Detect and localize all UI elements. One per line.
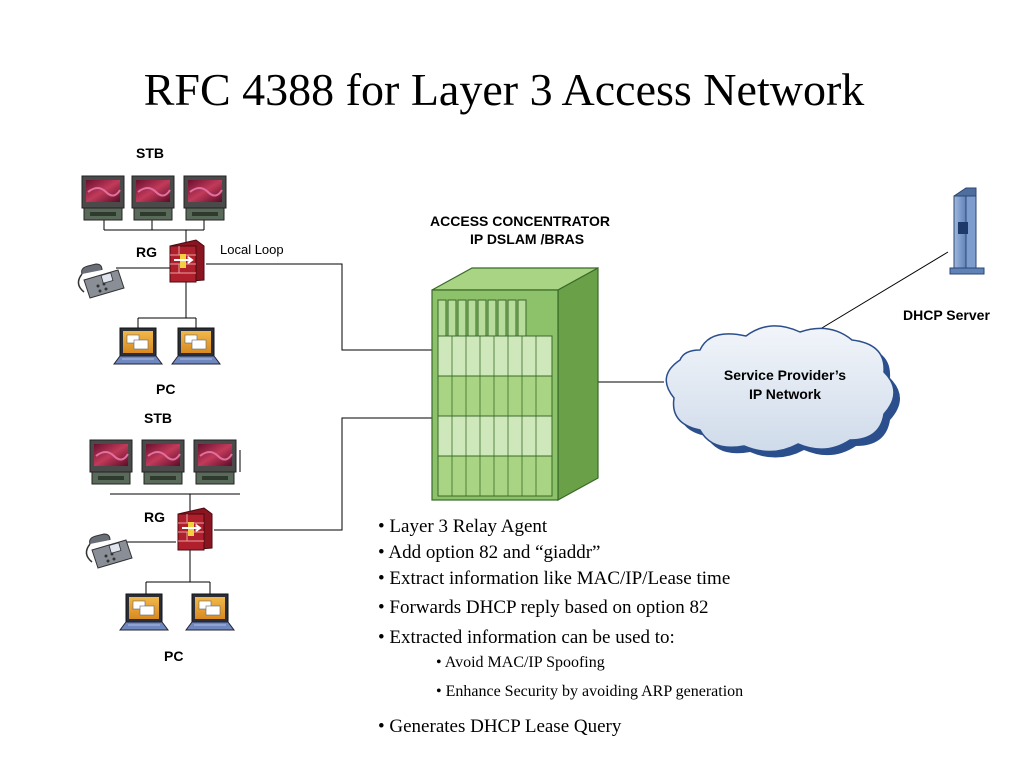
pc-group-top bbox=[113, 327, 221, 365]
firewall-router-icon bbox=[177, 507, 213, 551]
local-loop-label: Local Loop bbox=[220, 242, 284, 257]
sub-bullet-item: • Enhance Security by avoiding ARP gener… bbox=[436, 683, 744, 700]
tv-stb-icon bbox=[141, 439, 185, 485]
bullet-item: • Forwards DHCP reply based on option 82 bbox=[378, 597, 709, 618]
laptop-icon bbox=[171, 327, 221, 365]
laptop-icon bbox=[119, 593, 169, 631]
rack-chassis-icon bbox=[431, 266, 599, 502]
tv-stb-icon bbox=[131, 175, 175, 221]
slide-title: RFC 4388 for Layer 3 Access Network bbox=[143, 64, 865, 115]
concentrator-label-line1: ACCESS CONCENTRATOR bbox=[430, 213, 610, 229]
tower-server-icon bbox=[949, 187, 985, 275]
laptop-icon bbox=[185, 593, 235, 631]
pc-label-top: PC bbox=[156, 381, 176, 397]
rg-label-top: RG bbox=[136, 244, 157, 260]
stb-group-bottom bbox=[89, 439, 237, 485]
tv-stb-icon bbox=[89, 439, 133, 485]
tv-stb-icon bbox=[193, 439, 237, 485]
bullet-item: • Extract information like MAC/IP/Lease … bbox=[378, 568, 731, 589]
bullet-item: • Add option 82 and “giaddr” bbox=[378, 542, 601, 563]
cloud-label-line1: Service Provider’s bbox=[723, 367, 847, 383]
cloud-icon bbox=[665, 325, 900, 458]
stb-label-top: STB bbox=[136, 145, 164, 161]
dhcp-server-label: DHCP Server bbox=[903, 307, 990, 323]
telephone-icon bbox=[77, 263, 125, 299]
bullet-item: • Layer 3 Relay Agent bbox=[378, 516, 548, 537]
rg-label-bottom: RG bbox=[144, 509, 165, 525]
connection-lines bbox=[103, 218, 949, 594]
sub-bullet-item: • Avoid MAC/IP Spoofing bbox=[436, 654, 605, 671]
firewall-router-icon bbox=[169, 239, 205, 283]
pc-group-bottom bbox=[119, 593, 235, 631]
telephone-icon bbox=[85, 533, 133, 569]
cloud-label-line2: IP Network bbox=[748, 386, 822, 402]
concentrator-label-line2: IP DSLAM /BRAS bbox=[469, 231, 585, 247]
stb-label-bottom: STB bbox=[144, 410, 172, 426]
stb-group-top bbox=[81, 175, 227, 221]
tv-stb-icon bbox=[183, 175, 227, 221]
laptop-icon bbox=[113, 327, 163, 365]
pc-label-bottom: PC bbox=[164, 648, 184, 664]
bullet-item: • Generates DHCP Lease Query bbox=[378, 716, 622, 737]
bullet-item: • Extracted information can be used to: bbox=[378, 627, 675, 648]
tv-stb-icon bbox=[81, 175, 125, 221]
